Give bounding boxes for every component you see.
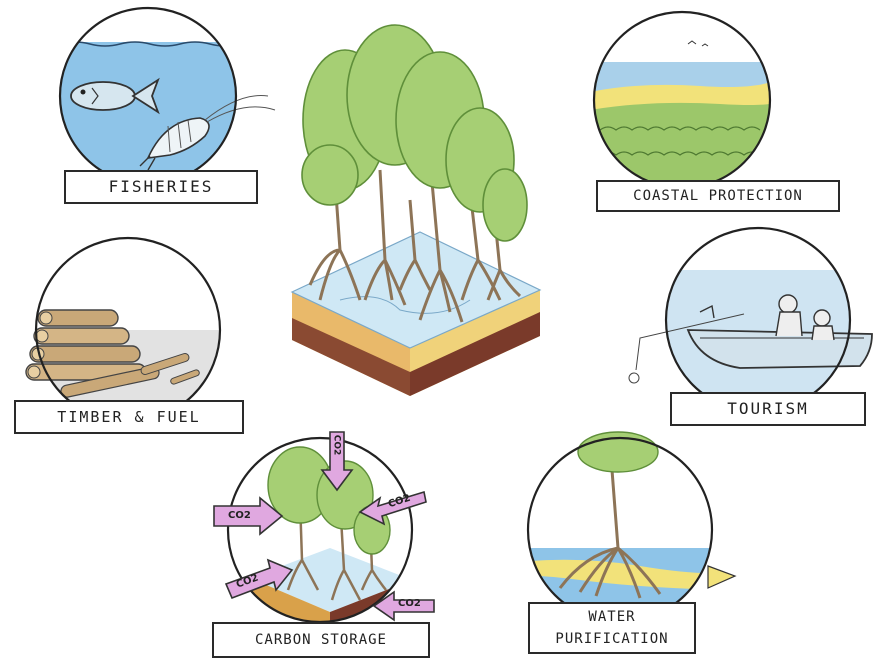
log-pile-icon [25, 309, 200, 398]
co2-arrow-bottom-left [224, 558, 294, 600]
timber-fuel-vignette [25, 236, 222, 424]
fishing-line [635, 313, 745, 371]
boat-icon [628, 294, 873, 384]
co2-arrow-top [320, 431, 354, 492]
fish-icon [70, 77, 160, 115]
canopy [301, 24, 528, 242]
label-fisheries: FISHERIES [64, 170, 258, 204]
co2-arrow-bottom-right [372, 590, 435, 622]
co2-label-top: CO2 [331, 434, 342, 456]
water-purification-vignette [526, 431, 737, 624]
label-tourism: TOURISM [670, 392, 866, 426]
co2-arrows [213, 431, 435, 622]
co2-label-bottom-right: CO2 [398, 598, 421, 609]
coastal-protection-vignette [592, 10, 772, 190]
fisheries-vignette [58, 6, 276, 186]
beach-fill [594, 78, 770, 112]
co2-arrow-left [213, 496, 284, 536]
label-coastal-protection: COASTAL PROTECTION [596, 180, 840, 212]
co2-arrow-right-top [358, 490, 427, 526]
birds-icon [687, 40, 709, 47]
central-mangrove-block [290, 24, 542, 396]
co2-label-left: CO2 [228, 510, 251, 521]
shrimp-icon [139, 95, 276, 171]
vegetation-fill [594, 96, 770, 188]
label-carbon-storage: CARBON STORAGE [212, 622, 430, 658]
tourism-vignette [628, 226, 873, 414]
label-timber-fuel: TIMBER & FUEL [14, 400, 244, 434]
sediment-flow [528, 559, 712, 590]
label-water-purification: WATER PURIFICATION [528, 602, 696, 654]
